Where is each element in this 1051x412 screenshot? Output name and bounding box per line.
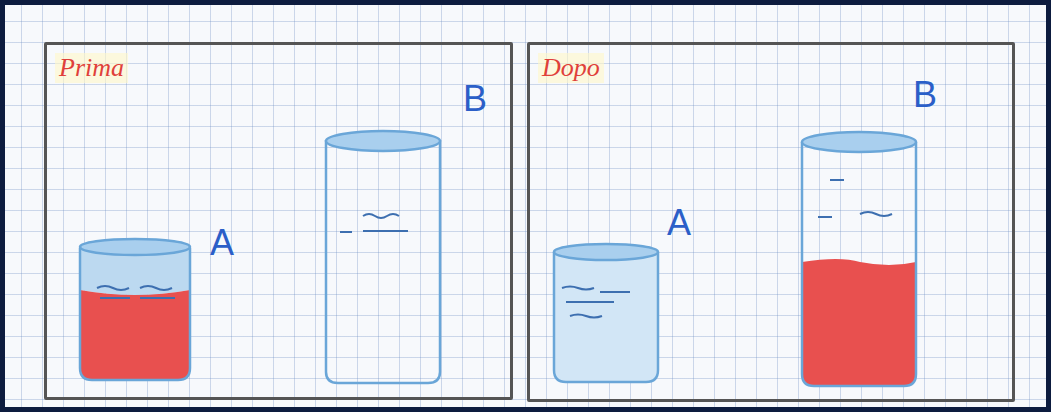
beaker-letter: A — [210, 225, 234, 261]
beaker-letter: A — [667, 205, 691, 241]
beaker-letter: B — [463, 81, 487, 117]
beaker-letter: B — [913, 77, 937, 113]
panel-box: Dopo — [527, 42, 1015, 402]
panel-title: Prima — [55, 53, 128, 83]
panel-title: Dopo — [538, 53, 604, 83]
panel-box: Prima — [44, 42, 513, 400]
